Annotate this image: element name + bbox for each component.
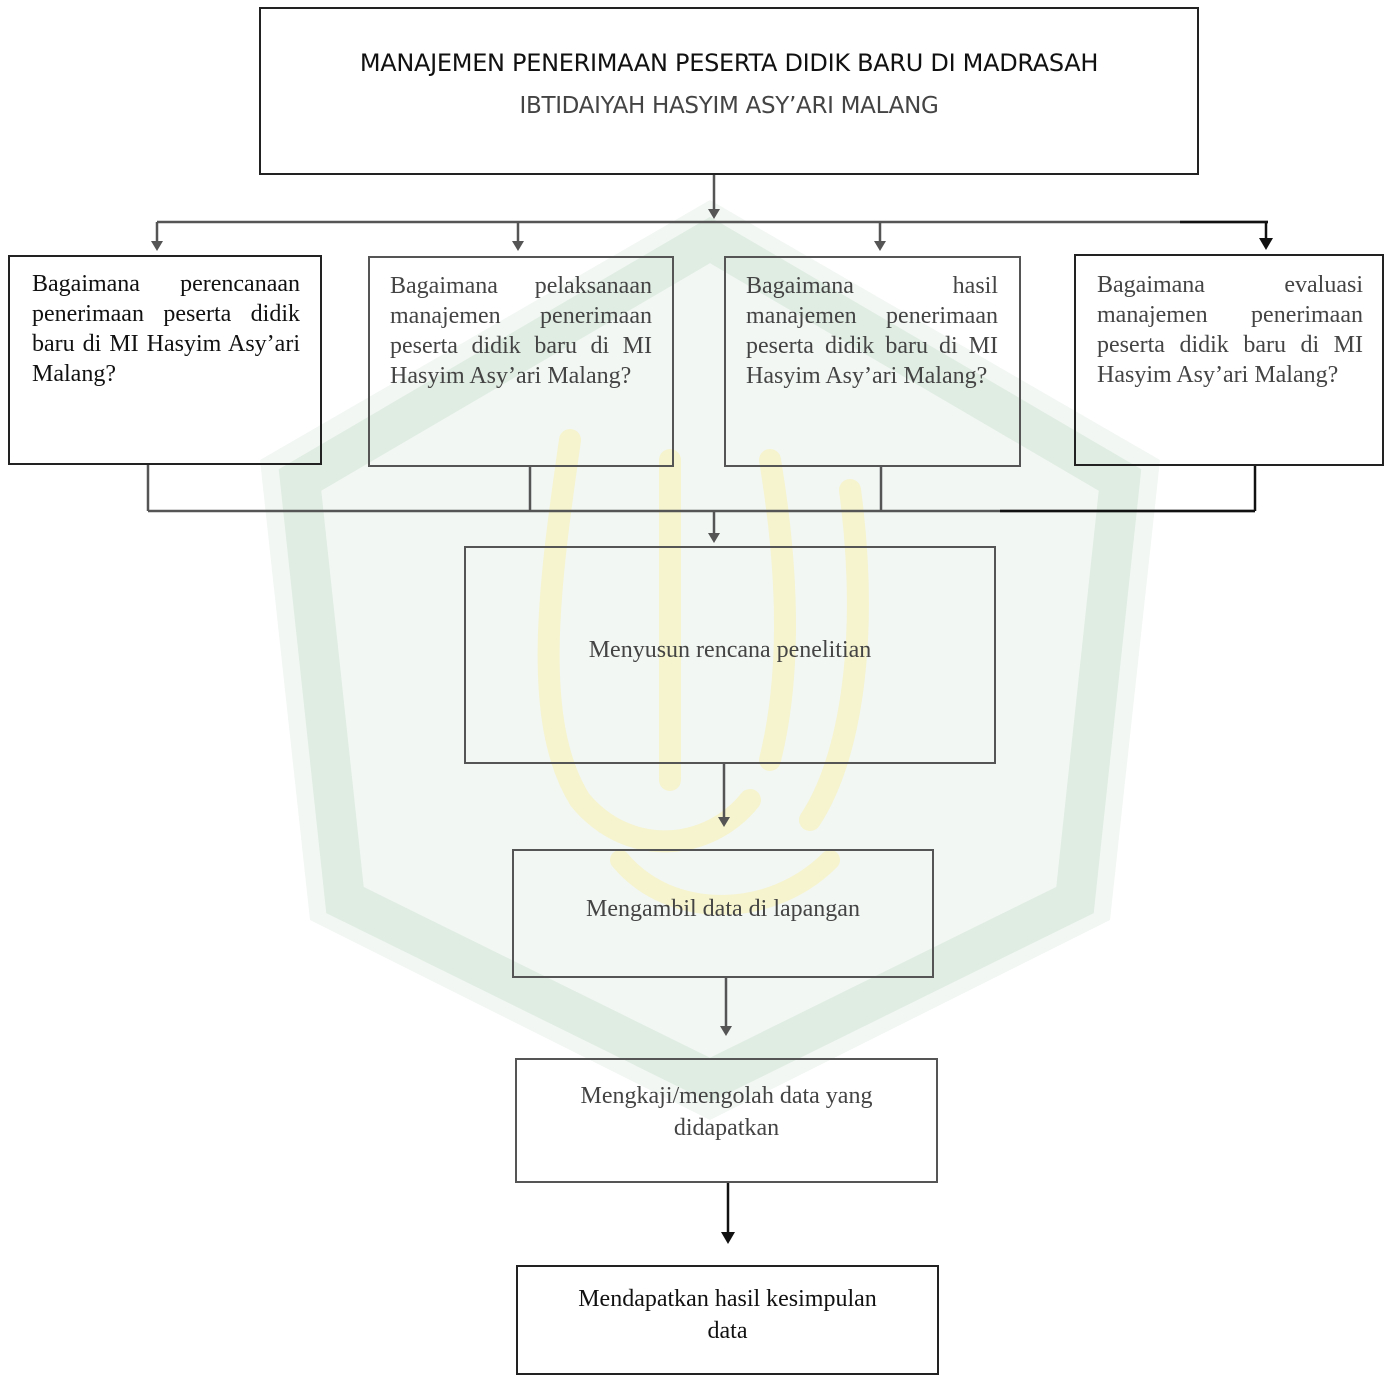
question-text-1: Bagaimana perencanaan penerimaan peserta… — [32, 271, 300, 387]
step-box-3: Mengkaji/mengolah data yang didapatkan — [515, 1058, 938, 1183]
title-line-2: IBTIDAIYAH HASYIM ASY’ARI MALANG — [519, 93, 939, 119]
step-box-2: Mengambil data di lapangan — [512, 849, 934, 978]
question-text-4: Bagaimana evaluasi manajemen penerimaan … — [1097, 272, 1363, 388]
step-text-1: Menyusun rencana penelitian — [588, 637, 872, 663]
question-text-2: Bagaimana pelaksanaan manajemen penerima… — [390, 273, 652, 389]
step-text-2: Mengambil data di lapangan — [586, 896, 860, 922]
watermark-seal — [260, 200, 1160, 1120]
title-box: MANAJEMEN PENERIMAAN PESERTA DIDIK BARU … — [259, 7, 1199, 175]
step-text-3: Mengkaji/mengolah data yang didapatkan — [580, 1083, 873, 1141]
question-box-3: Bagaimana hasil manajemen penerimaan pes… — [724, 256, 1021, 467]
step-box-1: Menyusun rencana penelitian — [464, 546, 996, 764]
step-box-4: Mendapatkan hasil kesimpulan data — [516, 1265, 939, 1375]
question-box-4: Bagaimana evaluasi manajemen penerimaan … — [1074, 254, 1384, 466]
question-box-2: Bagaimana pelaksanaan manajemen penerima… — [368, 256, 674, 467]
question-box-1: Bagaimana perencanaan penerimaan peserta… — [8, 255, 322, 465]
step-text-4: Mendapatkan hasil kesimpulan data — [578, 1286, 877, 1344]
question-text-3: Bagaimana hasil manajemen penerimaan pes… — [746, 273, 998, 389]
title-line-1: MANAJEMEN PENERIMAAN PESERTA DIDIK BARU … — [359, 49, 1099, 77]
